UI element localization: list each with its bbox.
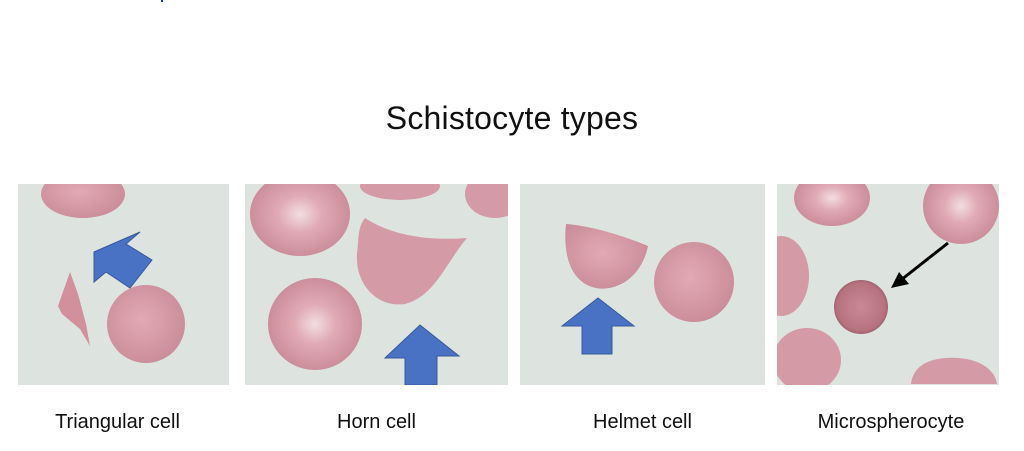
helmet-cell xyxy=(565,224,648,289)
caption-microspherocyte: Microspherocyte xyxy=(817,411,965,433)
rbc xyxy=(794,184,870,226)
horn-cell-panel xyxy=(245,184,508,385)
rbc xyxy=(777,328,841,385)
black-arrow-icon xyxy=(900,241,949,282)
caption-horn-cell: Horn cell xyxy=(337,411,416,433)
microspherocyte xyxy=(834,280,888,334)
microspherocyte-panel xyxy=(777,184,999,385)
blue-arrow-icon xyxy=(93,231,153,289)
rbc xyxy=(923,184,999,244)
rbc xyxy=(360,184,440,200)
microspherocyte-image xyxy=(777,184,999,385)
rbc xyxy=(268,278,362,370)
rbc xyxy=(41,184,125,218)
horn-cell-image xyxy=(245,184,508,385)
rbc xyxy=(777,236,809,316)
blue-arrow-icon xyxy=(560,297,636,355)
rbc xyxy=(911,357,997,384)
stray-dot xyxy=(161,0,163,2)
triangular-cell-image xyxy=(18,184,229,385)
caption-triangular-cell: Triangular cell xyxy=(55,411,180,433)
triangular-cell xyxy=(58,272,90,346)
arrowhead-icon xyxy=(891,272,909,288)
blue-arrow-icon xyxy=(383,324,461,385)
horn-cell xyxy=(356,218,467,305)
figure-title: Schistocyte types xyxy=(385,100,639,136)
triangular-cell-panel xyxy=(18,184,229,385)
rbc xyxy=(107,285,185,363)
rbc xyxy=(654,242,734,322)
helmet-cell-image xyxy=(520,184,765,385)
rbc xyxy=(465,184,508,218)
helmet-cell-panel xyxy=(520,184,765,385)
caption-helmet-cell: Helmet cell xyxy=(593,411,692,433)
rbc xyxy=(250,184,350,256)
